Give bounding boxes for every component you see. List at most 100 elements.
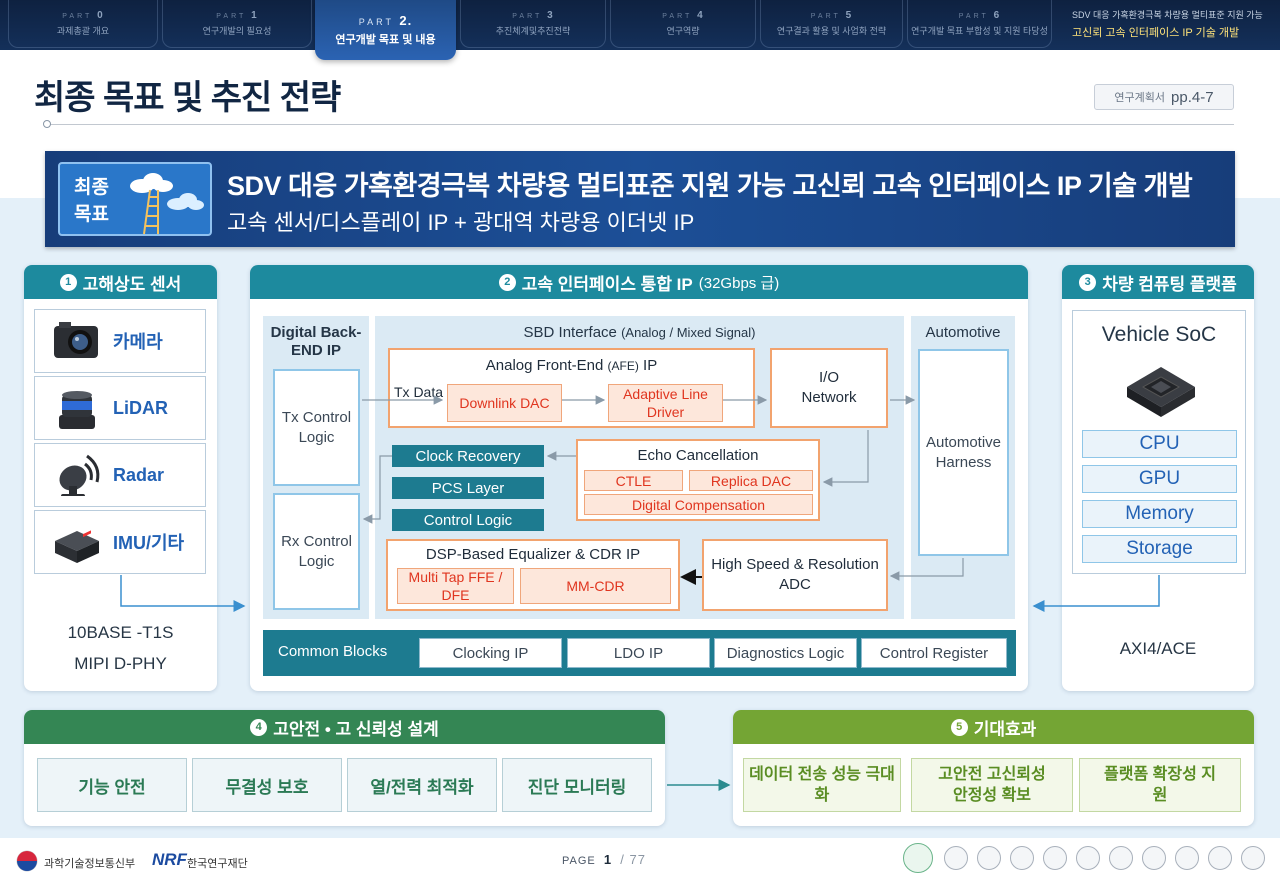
top-navigation: PART 0 과제총괄 개요 PART 1 연구개발의 필요성 PART 2. … — [0, 0, 1280, 60]
goal-banner — [45, 151, 1235, 247]
reference-badge: 연구계획서 pp.4-7 — [1094, 84, 1234, 110]
digital-compensation: Digital Compensation — [584, 494, 813, 515]
control-logic: Control Logic — [392, 509, 544, 531]
tab-part-2[interactable]: PART 2. 연구개발 목표 및 내용 — [315, 0, 456, 60]
tx-control-logic: Tx Control Logic — [273, 369, 360, 486]
soc-item-cpu: CPU — [1082, 430, 1237, 458]
nrf-logo: NRF — [152, 850, 187, 869]
automotive-harness: Automotive Harness — [918, 349, 1009, 556]
afe-ip-block: Analog Front-End (AFE) IP Tx Data Downli… — [388, 348, 755, 428]
safety-panel: 4 고안전 • 고 신뢰성 설계 기능 안전 무결성 보호 열/전력 최적화 진… — [24, 710, 665, 826]
institution-logo-icon — [1109, 846, 1133, 870]
replica-dac: Replica DAC — [689, 470, 813, 491]
common-block: LDO IP — [567, 638, 710, 668]
sensor-item-camera: 카메라 — [34, 309, 206, 373]
computing-platform-panel: 3 차량 컴퓨팅 플랫폼 Vehicle SoC CPU GPU Memory … — [1062, 265, 1254, 691]
lidar-icon — [59, 391, 95, 429]
downlink-dac: Downlink DAC — [447, 384, 562, 422]
tab-part-0[interactable]: PART 0 과제총괄 개요 — [8, 0, 158, 48]
tab-part-4[interactable]: PART 4 연구역량 — [610, 0, 756, 48]
project-subtitle: SDV 대응 가혹환경극복 차량용 멀티표준 지원 가능 고신뢰 고속 인터페이… — [1072, 10, 1263, 39]
dsp-equalizer-block: DSP-Based Equalizer & CDR IP Multi Tap F… — [386, 539, 680, 611]
sensor-item-lidar: LiDAR — [34, 376, 206, 440]
ctle: CTLE — [584, 470, 683, 491]
tab-label: 과제총괄 개요 — [56, 26, 110, 36]
divider-dot — [43, 120, 51, 128]
afe-ip-title: Analog Front-End (AFE) IP — [485, 357, 658, 374]
tab-part-6[interactable]: PART 6 연구개발 목표 부합성 및 지원 타당성 — [907, 0, 1052, 48]
sensor-panel-header: 1 고해상도 센서 — [24, 265, 217, 299]
radar-icon — [59, 454, 100, 496]
institution-logo-icon — [1241, 846, 1265, 870]
common-blocks-bar: Common Blocks Clocking IP LDO IP Diagnos… — [263, 630, 1016, 676]
common-block: Clocking IP — [419, 638, 562, 668]
institution-logo-icon — [1208, 846, 1232, 870]
common-block: Control Register — [861, 638, 1007, 668]
tx-data-label: Tx Data — [394, 384, 444, 400]
chip-icon — [1127, 367, 1195, 417]
institution-logo-icon — [903, 843, 933, 873]
pcs-layer: PCS Layer — [392, 477, 544, 499]
page-indicator: PAGE 1 / 77 — [562, 852, 646, 867]
goal-sub-text: 고속 센서/디스플레이 IP + 광대역 차량용 이더넷 IP — [227, 210, 695, 235]
tab-part-1[interactable]: PART 1 연구개발의 필요성 — [162, 0, 312, 48]
goal-main-text: SDV 대응 가혹환경극복 차량용 멀티표준 지원 가능 고신뢰 고속 인터페이… — [227, 171, 1193, 201]
effect-item: 고안전 고신뢰성 안정성 확보 — [911, 758, 1073, 812]
automotive-title: Automotive — [925, 324, 1001, 341]
camera-icon — [54, 322, 98, 358]
nrf-name: 한국연구재단 — [187, 858, 248, 870]
safety-item: 무결성 보호 — [192, 758, 342, 812]
vehicle-soc-box: Vehicle SoC CPU GPU Memory Storage — [1072, 310, 1246, 574]
sensor-item-radar: Radar — [34, 443, 206, 507]
institution-logo-icon — [1010, 846, 1034, 870]
echo-cancellation-title: Echo Cancellation — [637, 447, 759, 464]
effect-item: 데이터 전송 성능 극대화 — [743, 758, 901, 812]
interface-ip-panel-header: 2 고속 인터페이스 통합 IP (32Gbps 급) — [250, 265, 1028, 299]
sbd-interface-title: SBD Interface (Analog / Mixed Signal) — [523, 324, 756, 341]
clock-recovery: Clock Recovery — [392, 445, 544, 467]
dsp-equalizer-title: DSP-Based Equalizer & CDR IP — [425, 546, 641, 563]
tab-label: 연구개발 목표 및 내용 — [335, 34, 436, 46]
institution-logo-icon — [944, 846, 968, 870]
common-blocks-label: Common Blocks — [278, 643, 388, 660]
common-block: Diagnostics Logic — [714, 638, 857, 668]
sensor-panel: 1 고해상도 센서 카메라 LiDAR Radar IMU/기타 10BASE … — [24, 265, 217, 691]
tab-label: 연구개발의 필요성 — [202, 26, 272, 36]
tab-label: 추진체계및추진전략 — [495, 26, 571, 36]
institution-logo-icon — [977, 846, 1001, 870]
echo-cancellation-block: Echo Cancellation CTLE Replica DAC Digit… — [576, 439, 820, 521]
tab-label: 연구역량 — [666, 26, 700, 36]
sensor-interface-2: MIPI D-PHY — [74, 654, 167, 673]
digital-backend-title: Digital Back-END IP — [270, 324, 362, 359]
computing-platform-header: 3 차량 컴퓨팅 플랫폼 — [1062, 265, 1254, 299]
ministry-logo-icon — [16, 850, 38, 872]
ministry-name: 과학기술정보통신부 — [44, 858, 136, 870]
institution-logo-icon — [1043, 846, 1067, 870]
mm-cdr: MM-CDR — [520, 568, 671, 604]
safety-item: 진단 모니터링 — [502, 758, 652, 812]
tab-part-5[interactable]: PART 5 연구결과 활용 및 사업화 전략 — [760, 0, 903, 48]
safety-panel-header: 4 고안전 • 고 신뢰성 설계 — [24, 710, 665, 744]
soc-item-memory: Memory — [1082, 500, 1237, 528]
divider — [46, 124, 1234, 125]
imu-module-icon — [55, 530, 99, 563]
soc-item-gpu: GPU — [1082, 465, 1237, 493]
high-speed-adc: High Speed & Resolution ADC — [702, 539, 888, 611]
cloud-ladder-icon — [130, 173, 204, 235]
sensor-interface-1: 10BASE -T1S — [67, 623, 174, 642]
tab-label: 연구개발 목표 부합성 및 지원 타당성 — [911, 26, 1048, 36]
tab-part-3[interactable]: PART 3 추진체계및추진전략 — [460, 0, 606, 48]
soc-item-storage: Storage — [1082, 535, 1237, 563]
adaptive-line-driver: Adaptive Line Driver — [608, 384, 723, 422]
safety-item: 열/전력 최적화 — [347, 758, 497, 812]
io-network: I/O Network — [770, 348, 888, 428]
multi-tap-ffe-dfe: Multi Tap FFE / DFE — [397, 568, 514, 604]
safety-item: 기능 안전 — [37, 758, 187, 812]
soc-interface: AXI4/ACE — [1119, 639, 1197, 658]
effect-item: 플랫폼 확장성 지원 — [1079, 758, 1241, 812]
tab-label: 연구결과 활용 및 사업화 전략 — [776, 26, 887, 36]
sensor-item-imu: IMU/기타 — [34, 510, 206, 574]
institution-logo-icon — [1076, 846, 1100, 870]
institution-logo-icon — [1175, 846, 1199, 870]
